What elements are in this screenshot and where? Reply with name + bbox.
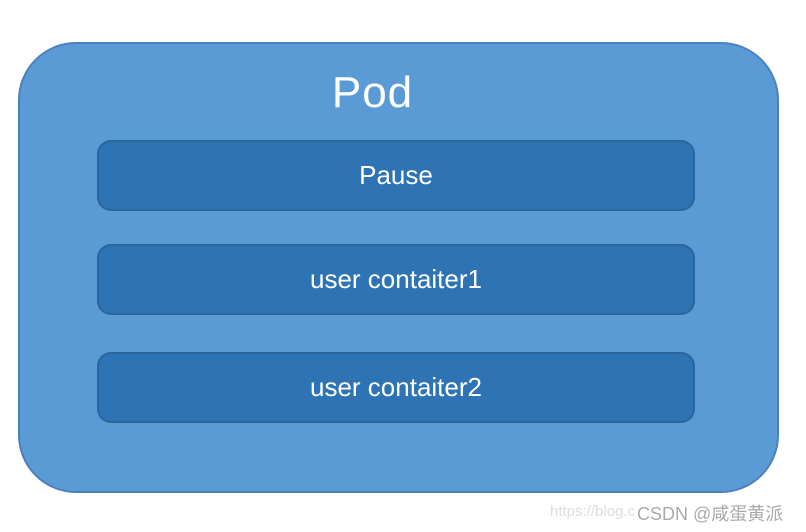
watermark-url: https://blog.c bbox=[550, 503, 636, 520]
container-pause-label: Pause bbox=[359, 160, 433, 190]
container-user1: user contaiter1 bbox=[97, 244, 695, 315]
watermark-credit: CSDN @咸蛋黄派 bbox=[637, 504, 784, 524]
container-user1-label: user contaiter1 bbox=[310, 264, 482, 294]
container-user2: user contaiter2 bbox=[97, 352, 695, 423]
pod-box: Pod Pause user contaiter1 user contaiter… bbox=[18, 42, 779, 493]
container-pause: Pause bbox=[97, 140, 695, 211]
container-user2-label: user contaiter2 bbox=[310, 372, 482, 402]
pod-title: Pod bbox=[331, 68, 414, 117]
